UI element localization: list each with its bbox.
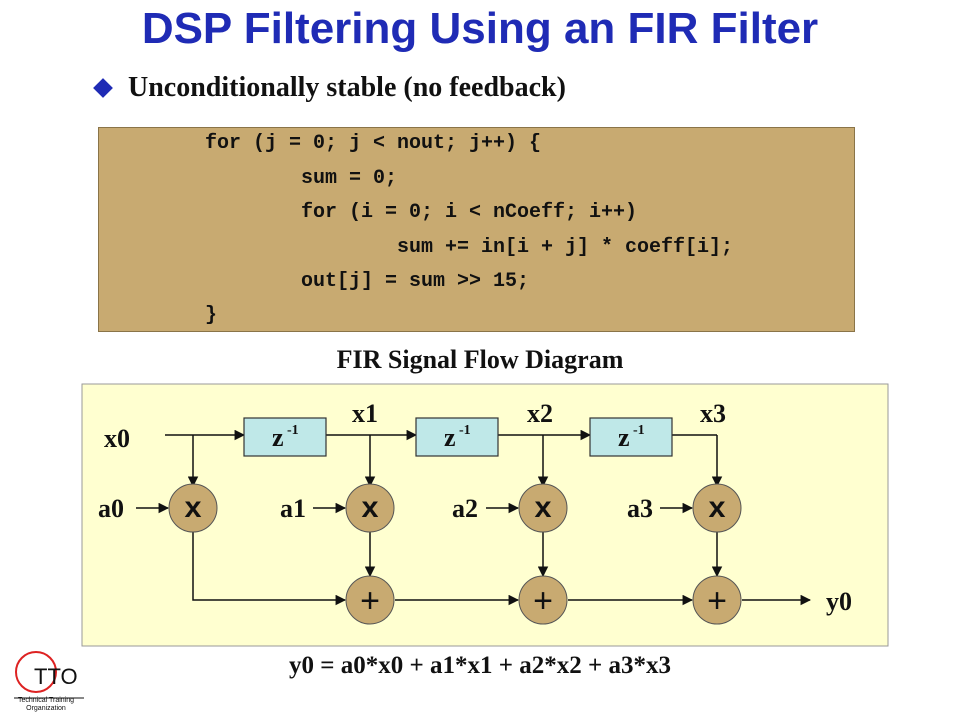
logo-subtitle-line: Technical Training xyxy=(17,697,75,704)
logo-subtitle: Technical Training Organization xyxy=(6,697,86,713)
svg-text:x: x xyxy=(534,493,552,527)
delay-block: z -1 xyxy=(243,417,327,457)
product-line xyxy=(192,532,347,606)
delay-label-exp: -1 xyxy=(459,423,471,438)
delay-block: z -1 xyxy=(415,417,499,457)
input-label: x0 xyxy=(104,424,130,453)
svg-text:+: + xyxy=(707,582,727,620)
coeff-label: a1 xyxy=(280,494,306,523)
svg-text:x: x xyxy=(361,493,379,527)
bullet-item: Unconditionally stable (no feedback) xyxy=(92,72,566,104)
code-line: for (j = 0; j < nout; j++) { xyxy=(205,132,542,155)
svg-text:x: x xyxy=(708,493,726,527)
multiplier-node: x xyxy=(168,483,218,533)
logo-subtitle-line: Organization xyxy=(26,705,66,712)
output-equation: y0 = a0*x0 + a1*x1 + a2*x2 + a3*x3 xyxy=(289,652,671,679)
multiplier-node: x xyxy=(518,483,568,533)
tap-label: x1 xyxy=(352,399,378,428)
multiplier-node: x xyxy=(345,483,395,533)
output-label: y0 xyxy=(826,587,852,616)
adder-node: + xyxy=(518,575,568,625)
multiplier-node: x xyxy=(692,483,742,533)
slide-title: DSP Filtering Using an FIR Filter xyxy=(141,4,819,53)
delay-label-base: z xyxy=(618,423,630,452)
code-line: for (i = 0; i < nCoeff; i++) xyxy=(301,201,638,224)
code-block: for (j = 0; j < nout; j++) { sum = 0; fo… xyxy=(98,127,855,332)
adder-node: + xyxy=(345,575,395,625)
coeff-label: a0 xyxy=(98,494,124,523)
code-line: sum += in[i + j] * coeff[i]; xyxy=(397,236,734,259)
delay-label-exp: -1 xyxy=(633,423,645,438)
tto-logo-icon xyxy=(14,651,84,699)
diagram-title: FIR Signal Flow Diagram xyxy=(336,345,624,374)
code-line: } xyxy=(205,304,218,327)
delay-label-base: z xyxy=(444,423,456,452)
svg-text:+: + xyxy=(360,582,380,620)
delay-block: z -1 xyxy=(589,417,673,457)
delay-label-base: z xyxy=(272,423,284,452)
code-line: sum = 0; xyxy=(301,167,398,190)
adder-node: + xyxy=(692,575,742,625)
coeff-label: a2 xyxy=(452,494,478,523)
svg-text:x: x xyxy=(184,493,202,527)
tap-label: x2 xyxy=(527,399,553,428)
svg-text:+: + xyxy=(533,582,553,620)
code-line: out[j] = sum >> 15; xyxy=(301,270,530,293)
bullet-text: Unconditionally stable (no feedback) xyxy=(128,72,566,103)
delay-label-exp: -1 xyxy=(287,423,299,438)
logo-text: TTO xyxy=(34,664,78,689)
coeff-label: a3 xyxy=(627,494,653,523)
tap-label: x3 xyxy=(700,399,726,428)
